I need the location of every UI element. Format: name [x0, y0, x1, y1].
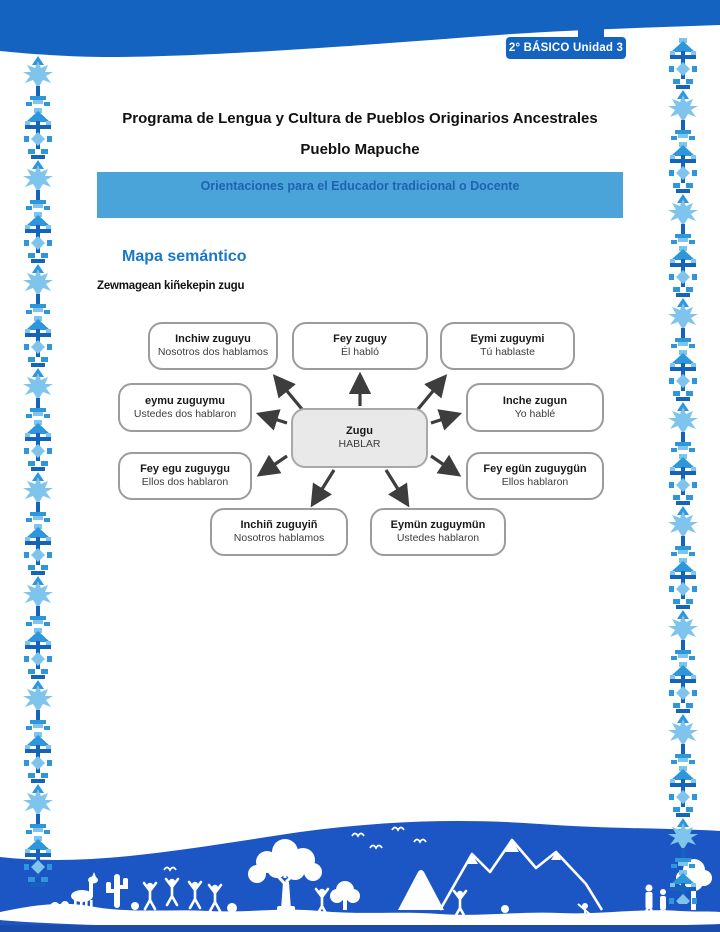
mountain-outline [438, 838, 604, 911]
program-subtitle: Pueblo Mapuche [300, 141, 420, 158]
node-spanish-label: Él habló [341, 346, 379, 358]
map-node-fey-egun: Fey egün zuguygün Ellos hablaron [466, 452, 604, 500]
ground-silhouette [0, 903, 720, 929]
node-mapuche-label: Zugu [346, 425, 373, 437]
node-mapuche-label: Fey egu zuguygu [140, 463, 230, 475]
map-node-fey-egu: Fey egu zuguygu Ellos dos hablaron [118, 452, 252, 500]
node-mapuche-label: Eymi zuguymi [470, 333, 545, 345]
unit-badge: 2° BÁSICO Unidad 3 [506, 37, 626, 59]
map-node-inchiw: Inchiw zuguyu Nosotros dos hablamos [148, 322, 278, 370]
node-mapuche-label: Fey egün zuguygün [483, 463, 587, 475]
semantic-map: Inchiw zuguyu Nosotros dos hablamos Fey … [110, 315, 610, 565]
small-tree-silhouette [330, 881, 360, 910]
program-title: Programa de Lengua y Cultura de Pueblos … [122, 110, 598, 127]
node-mapuche-label: Inchiñ zuguyiñ [240, 519, 318, 531]
node-spanish-label: Tú hablaste [480, 346, 535, 358]
node-mapuche-label: Fey zuguy [333, 333, 387, 345]
map-node-eymu: eymu zuguymu Ustedes dos hablaron [118, 383, 252, 432]
orientation-banner: Orientaciones para el Educador tradicion… [97, 172, 623, 218]
footer-landscape [0, 820, 720, 932]
footer-base-strip [0, 925, 720, 932]
mapuche-motif-border-right [668, 38, 698, 904]
node-mapuche-label: Inche zugun [502, 394, 568, 407]
node-spanish-label: Yo hablé [514, 407, 556, 420]
ruka-silhouette [398, 870, 444, 910]
mapuche-motif-border-left [23, 56, 53, 887]
large-tree-silhouette [248, 839, 322, 911]
section-heading: Mapa semántico [122, 248, 247, 265]
map-node-eymun: Eymün zuguymün Ustedes hablaron [370, 508, 506, 556]
map-node-eymi: Eymi zuguymi Tú hablaste [440, 322, 575, 370]
node-mapuche-label: eymu zuguymu [144, 394, 226, 407]
node-mapuche-label: Eymün zuguymün [390, 519, 486, 531]
node-spanish-label: Nosotros dos hablamos [157, 346, 269, 358]
map-node-center-zugu: Zugu HABLAR [291, 408, 428, 468]
node-spanish-label: Ellos dos hablaron [141, 476, 229, 488]
cactus-silhouette [106, 874, 128, 908]
map-node-fey: Fey zuguy Él habló [292, 322, 428, 370]
node-spanish-label: HABLAR [338, 438, 381, 450]
node-spanish-label: Ustedes dos hablaron [133, 407, 237, 420]
node-spanish-label: Nosotros hablamos [233, 532, 325, 544]
map-node-inchin: Inchiñ zuguyiñ Nosotros hablamos [210, 508, 348, 556]
diagram-arrows [255, 371, 463, 508]
node-mapuche-label: Inchiw zuguyu [175, 333, 251, 345]
map-node-inche: Inche zugun Yo hablé [466, 383, 604, 432]
header-wave [0, 0, 720, 57]
node-spanish-label: Ellos hablaron [501, 476, 569, 488]
activity-prompt: Zewmagean kiñekepin zugu [97, 280, 245, 292]
node-spanish-label: Ustedes hablaron [396, 532, 480, 544]
